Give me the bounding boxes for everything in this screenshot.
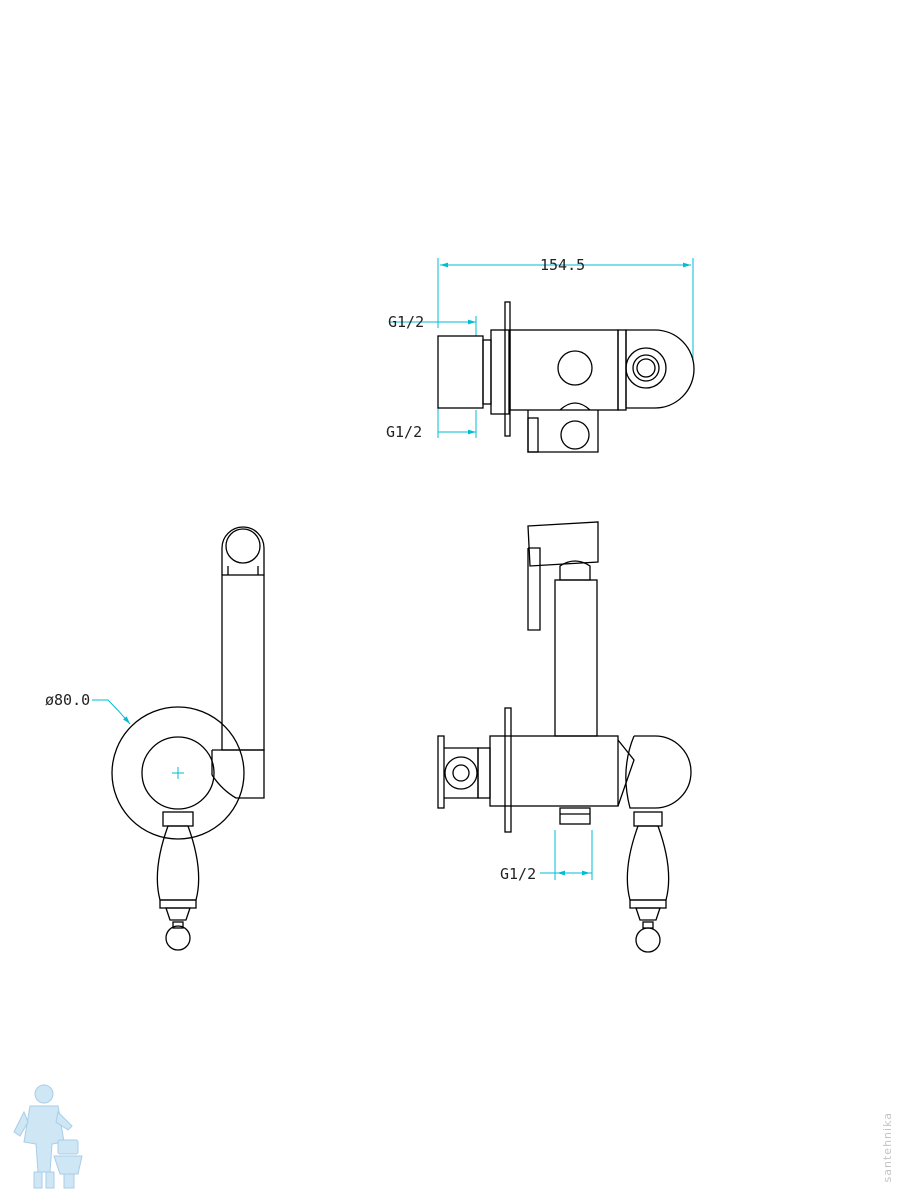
- outlet-dimension: [540, 830, 593, 880]
- inlet-bottom-label: G1/2: [386, 423, 422, 441]
- flange-diameter-label: ø80.0: [45, 691, 90, 709]
- overall-width-label: 154.5: [540, 256, 585, 274]
- inlet-top-label: G1/2: [388, 313, 424, 331]
- top-view: 154.5 G1/2 G1/2: [386, 256, 695, 453]
- flange-diameter-leader: [92, 699, 131, 725]
- inlet-top-dimension: [390, 316, 477, 336]
- plumber-with-toilet-logo-icon: [13, 1084, 83, 1189]
- watermark-vertical-text: santehnika: [881, 1111, 894, 1182]
- front-view: ø80.0: [45, 526, 265, 951]
- inlet-bottom-dimension: [437, 408, 477, 438]
- outlet-label: G1/2: [500, 865, 536, 883]
- side-view: G1/2: [437, 521, 692, 953]
- overall-width-dimension: [437, 258, 694, 360]
